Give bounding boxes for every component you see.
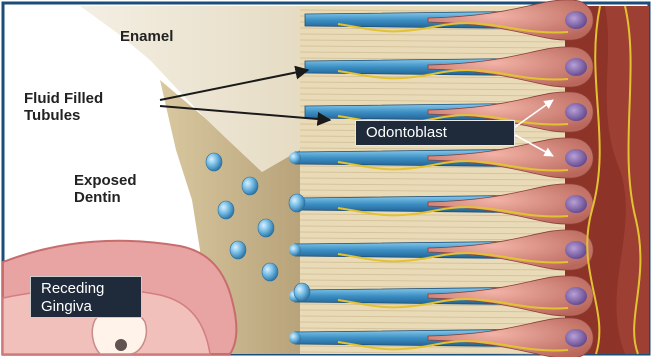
odontoblast-nucleus xyxy=(565,103,587,121)
tubule-opening xyxy=(289,244,301,256)
odontoblast-nucleus xyxy=(565,58,587,76)
fluid-droplet xyxy=(230,241,246,259)
odontoblast-label: Odontoblast xyxy=(355,120,515,146)
fluid-droplet xyxy=(206,153,222,171)
odontoblast-nucleus xyxy=(565,329,587,347)
odontoblast-nucleus xyxy=(565,149,587,167)
odontoblast-nucleus xyxy=(565,11,587,29)
enamel-label: Enamel xyxy=(120,28,173,45)
fluid-tubules-label: Fluid Filled Tubules xyxy=(24,90,134,124)
odontoblast-nucleus xyxy=(565,195,587,213)
odontoblast-nucleus xyxy=(565,241,587,259)
fluid-droplet xyxy=(242,177,258,195)
tubule-opening xyxy=(289,332,301,344)
receding-gingiva-label: Receding Gingiva xyxy=(30,276,142,318)
fluid-droplet xyxy=(218,201,234,219)
fluid-droplet xyxy=(294,283,310,301)
fluid-droplet xyxy=(262,263,278,281)
fluid-droplet xyxy=(289,194,305,212)
tubule-opening xyxy=(289,152,301,164)
exposed-dentin-label: Exposed Dentin xyxy=(74,172,164,206)
fluid-droplet xyxy=(258,219,274,237)
odontoblast-nucleus xyxy=(565,287,587,305)
